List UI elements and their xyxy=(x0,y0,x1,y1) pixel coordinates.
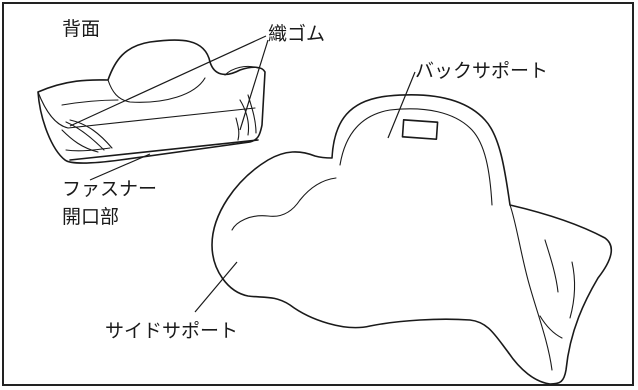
zipper-label-line1: ファスナー xyxy=(62,178,158,200)
figure-frame xyxy=(2,2,634,386)
back-view-cushion xyxy=(37,39,266,164)
leader-elastic-left xyxy=(69,35,267,127)
main-cushion xyxy=(211,94,613,385)
leader-side-support xyxy=(194,261,238,313)
leader-lines xyxy=(69,35,416,313)
elastic-rubber-label: 織ゴム xyxy=(268,23,326,45)
leader-back-support xyxy=(387,71,416,139)
side-support-label: サイドサポート xyxy=(105,320,239,342)
back-support-label: バックサポート xyxy=(415,60,549,82)
leader-zipper xyxy=(89,153,151,181)
back-view-label: 背面 xyxy=(62,18,101,40)
zipper-label-line2: 開口部 xyxy=(62,206,120,228)
leader-elastic-right xyxy=(239,39,269,131)
